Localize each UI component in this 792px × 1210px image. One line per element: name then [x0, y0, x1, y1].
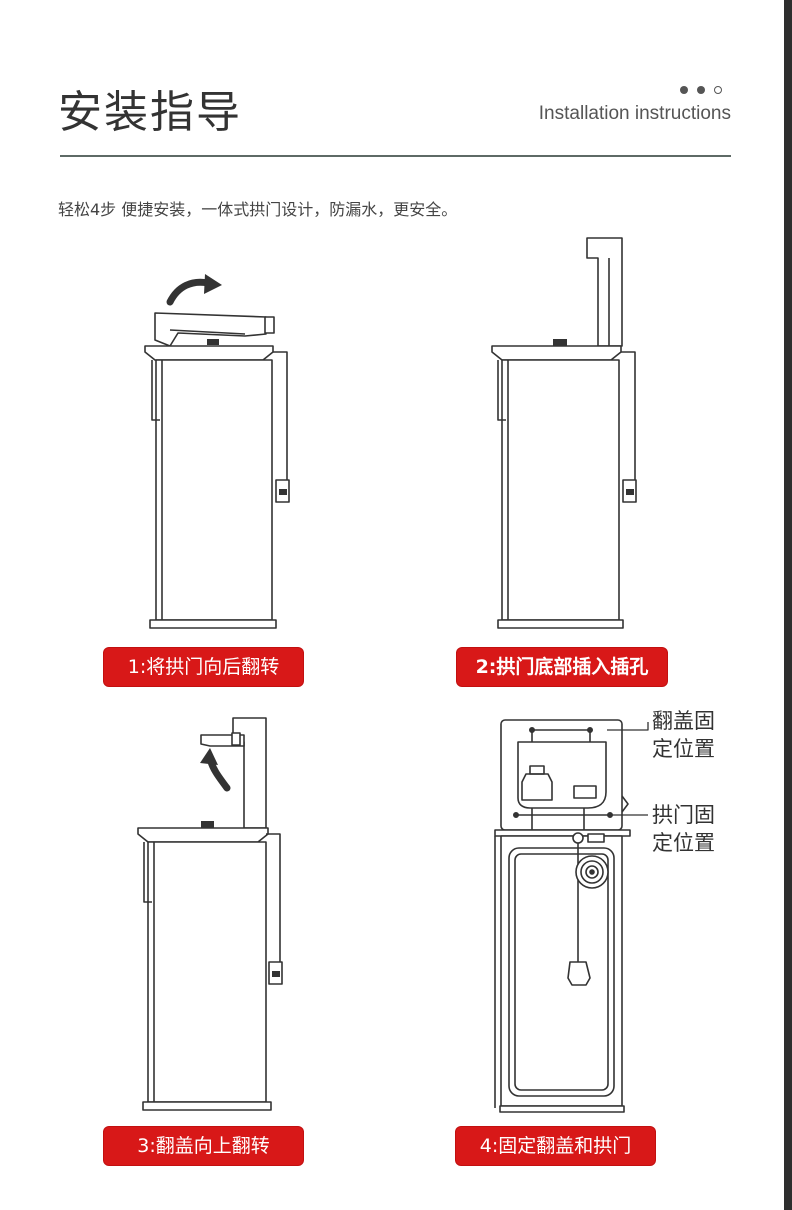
arch-fixing-callout: 拱门固 定位置 — [652, 801, 715, 857]
intro-text: 轻松4步 便捷安装，一体式拱门设计，防漏水，更安全。 — [58, 200, 458, 219]
dispenser-illustration-step2 — [491, 237, 637, 629]
callout-line: 翻盖固 — [652, 709, 715, 733]
page-indicator — [680, 86, 722, 94]
page-edge-bar — [784, 0, 792, 1210]
page-title: 安装指导 — [58, 87, 242, 138]
step-2-label: 2:拱门底部插入插孔 — [457, 648, 667, 686]
callout-line: 定位置 — [652, 831, 715, 855]
callout-line: 定位置 — [652, 737, 715, 761]
page-subtitle: Installation instructions — [538, 103, 731, 124]
dispenser-illustration-step3 — [137, 717, 283, 1111]
indicator-dot — [697, 86, 705, 94]
step-4-label: 4:固定翻盖和拱门 — [456, 1127, 655, 1165]
dispenser-illustration-step4 — [494, 719, 649, 1113]
step-1-label: 1:将拱门向后翻转 — [104, 648, 303, 686]
step-3-label: 3:翻盖向上翻转 — [104, 1127, 303, 1165]
header-divider — [60, 155, 731, 157]
callout-line: 拱门固 — [652, 803, 715, 827]
dispenser-illustration-step1 — [144, 274, 290, 629]
indicator-dot-hollow — [714, 86, 722, 94]
lid-fixing-callout: 翻盖固 定位置 — [652, 707, 715, 763]
indicator-dot — [680, 86, 688, 94]
